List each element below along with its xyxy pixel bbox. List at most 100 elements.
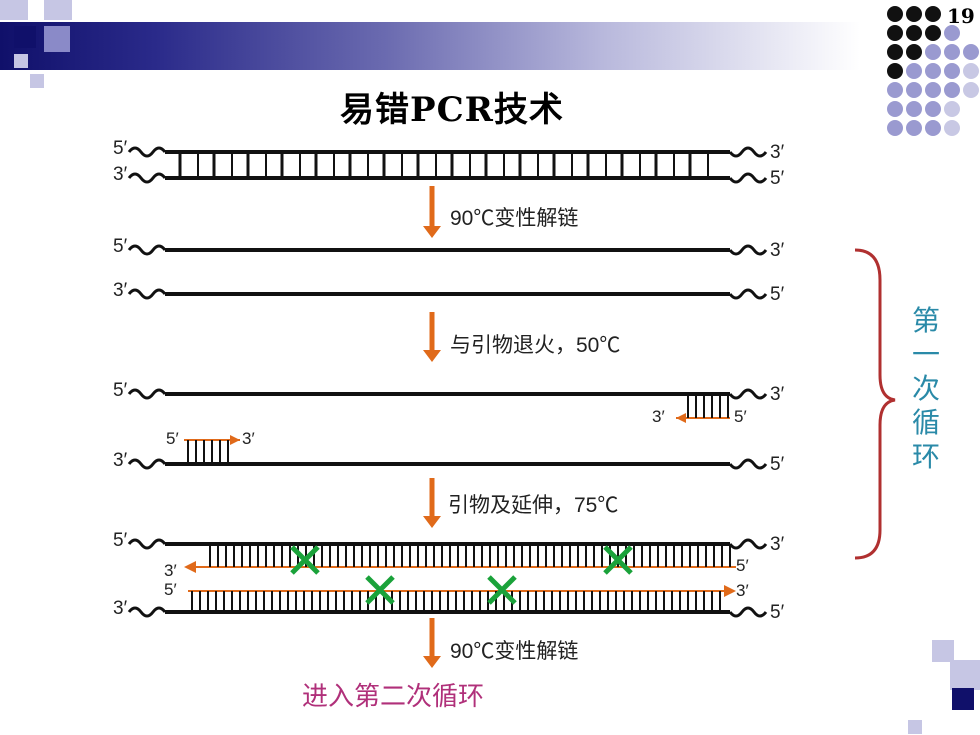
decor-square xyxy=(44,0,72,20)
strand-end-wave xyxy=(728,146,768,158)
pcr-diagram: 5′3′3′5′90℃变性解链5′3′3′5′与引物退火，50℃5′3′3′5′… xyxy=(113,138,940,711)
strand-end-wave xyxy=(127,606,167,618)
decor-dot xyxy=(887,63,903,79)
decor-square xyxy=(932,640,954,662)
decor-dot xyxy=(925,101,941,117)
header-gradient-bar xyxy=(0,22,860,70)
next-cycle-label: 进入第二次循环 xyxy=(302,681,484,711)
decor-dot xyxy=(963,82,979,98)
step-anneal-label: 与引物退火，50℃ xyxy=(450,334,620,357)
mutation-mark-icon xyxy=(365,575,395,605)
page-number: 19 xyxy=(947,4,975,28)
decor-square xyxy=(952,688,974,710)
decor-dot xyxy=(887,82,903,98)
decor-dot xyxy=(906,6,922,22)
mutation-mark-icon xyxy=(290,545,320,575)
strand-end-label: 5′ xyxy=(164,580,177,599)
decor-dot xyxy=(887,25,903,41)
decor-dot xyxy=(925,63,941,79)
strand-end-label-left: 3′ xyxy=(113,280,128,301)
decor-square xyxy=(14,54,28,68)
strand-end-wave xyxy=(127,172,167,184)
cycle-label-char: 环 xyxy=(912,441,940,472)
primer-end-label: 3′ xyxy=(652,407,665,426)
decor-dot xyxy=(887,101,903,117)
strand-end-label-left: 5′ xyxy=(113,138,128,159)
strand-end-label-right: 3′ xyxy=(770,534,785,555)
decor-dot xyxy=(906,82,922,98)
slide-title: 易错PCR技术 xyxy=(340,90,564,130)
strand-end-wave xyxy=(728,606,768,618)
decor-dot xyxy=(925,120,941,136)
strand-end-label: 3′ xyxy=(164,561,177,580)
cycle-brace xyxy=(854,248,896,560)
strand-end-label-right: 5′ xyxy=(770,284,785,305)
strand-end-wave xyxy=(127,538,167,550)
strand-end-wave xyxy=(728,244,768,256)
strand-end-wave xyxy=(728,172,768,184)
strand-end-wave xyxy=(127,288,167,300)
strand-end-label-right: 3′ xyxy=(770,384,785,405)
process-arrow-head xyxy=(423,656,441,668)
strand-end-label-left: 3′ xyxy=(113,164,128,185)
decor-square xyxy=(0,0,28,20)
process-arrow-head xyxy=(423,516,441,528)
decor-dot xyxy=(925,44,941,60)
strand-end-label-left: 3′ xyxy=(113,450,128,471)
process-arrow-head xyxy=(423,226,441,238)
decor-dot xyxy=(944,82,960,98)
strand-end-wave xyxy=(728,458,768,470)
decor-dot xyxy=(887,44,903,60)
strand-end-wave xyxy=(127,244,167,256)
decor-dot xyxy=(887,120,903,136)
decor-dot xyxy=(944,44,960,60)
decor-dot xyxy=(906,25,922,41)
decor-dot xyxy=(944,63,960,79)
primer-end-label: 5′ xyxy=(166,429,179,448)
step-denature-again-label: 90℃变性解链 xyxy=(450,640,578,663)
decor-dot xyxy=(925,25,941,41)
decor-dot xyxy=(906,44,922,60)
strand-end-label-right: 5′ xyxy=(770,454,785,475)
mutation-mark-icon xyxy=(487,575,517,605)
cycle-label-char: 次 xyxy=(912,373,940,404)
cycle-label-char: 循 xyxy=(912,407,940,438)
process-arrow-head xyxy=(423,350,441,362)
strand-end-label: 5′ xyxy=(736,556,749,575)
decor-square xyxy=(950,660,980,690)
strand-end-wave xyxy=(127,458,167,470)
decor-dot xyxy=(944,25,960,41)
decor-dot xyxy=(906,63,922,79)
decor-square xyxy=(44,26,70,52)
primer-arrow-head xyxy=(230,435,240,445)
cycle-label-char: 一 xyxy=(912,339,940,370)
decor-dot xyxy=(925,6,941,22)
decor-square xyxy=(30,74,44,88)
strand-end-wave xyxy=(728,288,768,300)
decor-dot xyxy=(963,63,979,79)
strand-end-wave xyxy=(728,538,768,550)
primer-end-label: 5′ xyxy=(734,407,747,426)
decor-dot xyxy=(925,82,941,98)
extended-strand-arrow xyxy=(724,585,736,597)
strand-end-wave xyxy=(127,146,167,158)
strand-end-label-left: 5′ xyxy=(113,530,128,551)
decor-dot xyxy=(906,120,922,136)
decor-dot xyxy=(906,101,922,117)
cycle-label-char: 第 xyxy=(912,305,940,336)
strand-end-label-right: 5′ xyxy=(770,168,785,189)
extended-strand-arrow xyxy=(184,561,196,573)
strand-end-label-left: 3′ xyxy=(113,598,128,619)
strand-end-label-left: 5′ xyxy=(113,380,128,401)
strand-end-label-right: 3′ xyxy=(770,142,785,163)
strand-end-label: 3′ xyxy=(736,581,749,600)
strand-end-label-right: 5′ xyxy=(770,602,785,623)
strand-end-wave xyxy=(728,388,768,400)
primer-arrow-head xyxy=(676,413,686,423)
primer-end-label: 3′ xyxy=(242,429,255,448)
step-denature-label: 90℃变性解链 xyxy=(450,207,578,230)
decor-dot xyxy=(963,44,979,60)
decor-dot xyxy=(944,101,960,117)
step-extend-label: 引物及延伸，75℃ xyxy=(448,494,618,517)
decor-dot xyxy=(944,120,960,136)
